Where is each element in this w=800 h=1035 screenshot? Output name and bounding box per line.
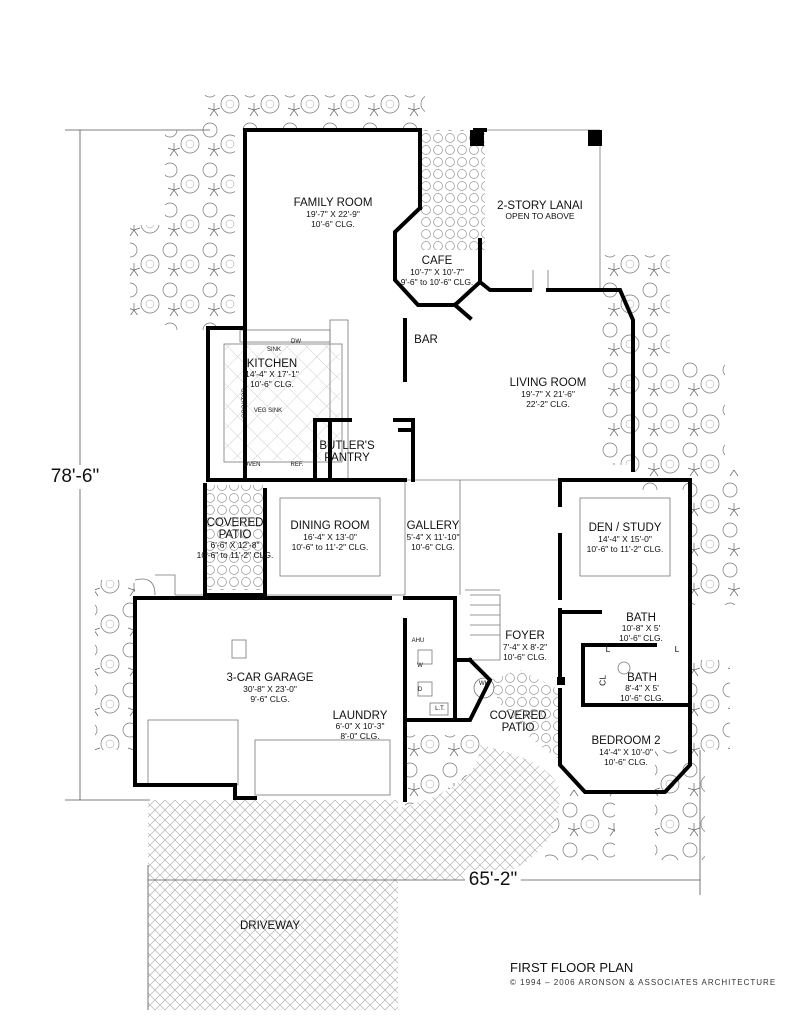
- cafe-size: 10'-7" X 10'-7": [410, 267, 464, 277]
- oven-label: OVEN: [243, 462, 261, 468]
- laundry-ceiling: 8'-0" CLG.: [340, 731, 380, 741]
- drawing-title: FIRST FLOOR PLAN: [510, 960, 634, 975]
- dining-room-name: DINING ROOM: [290, 520, 370, 532]
- gallery-size: 5'-4" X 11'-10": [406, 532, 460, 542]
- floor-textures: [148, 130, 560, 1010]
- bath-2-name: BATH: [627, 672, 657, 684]
- den-study-size: 14'-4" X 15'-0": [598, 534, 652, 544]
- den-study-ceiling: 10'-6" to 11'-2" CLG.: [586, 544, 664, 554]
- gallery-ceiling: 10'-6" CLG.: [411, 542, 455, 552]
- living-room-name: LIVING ROOM: [509, 377, 587, 389]
- den-study-name: DEN / STUDY: [588, 522, 662, 534]
- laundry-size: 6'-0" X 10'-3": [335, 721, 385, 731]
- family-room-name: FAMILY ROOM: [293, 197, 373, 209]
- foyer-size: 7'-4" X 8'-2": [502, 642, 548, 652]
- bedroom-2-size: 14'-4" X 10'-0": [599, 747, 653, 757]
- laundry-tub-label: L.T.: [435, 706, 445, 712]
- covered-patio-size: 6'-6" X 12'-8": [210, 540, 260, 550]
- landscaping: [95, 95, 740, 860]
- butlers-pantry-name-1: BUTLER'S: [319, 440, 375, 452]
- driveway-name: DRIVEWAY: [239, 920, 301, 932]
- refrigerator-label: REF.: [290, 462, 304, 468]
- family-room-ceiling: 10'-6" CLG.: [311, 219, 355, 229]
- entry-patio-name-1: COVERED: [489, 710, 547, 722]
- gallery-name: GALLERY: [406, 520, 460, 532]
- family-room-size: 19'-7" X 22'-9": [306, 209, 360, 219]
- linen-label-2: L: [674, 644, 680, 654]
- foyer-name: FOYER: [505, 630, 545, 642]
- water-heater-label: WH: [479, 681, 489, 687]
- cooktop-label: COOKTOP: [241, 388, 248, 419]
- foyer-ceiling: 10'-6" CLG.: [503, 652, 547, 662]
- copyright-notice: © 1994 – 2006 ARONSON & ASSOCIATES ARCHI…: [510, 978, 777, 987]
- bath-1-size: 10'-8" X 5': [621, 623, 661, 633]
- kitchen-size: 14'-4" X 17'-1": [245, 369, 299, 379]
- bath-1-ceiling: 10'-6" CLG.: [619, 633, 663, 643]
- lanai-note: OPEN TO ABOVE: [505, 211, 575, 221]
- ahu-label: AHU: [411, 638, 425, 644]
- lanai-name: 2-STORY LANAI: [497, 200, 583, 212]
- garage-name: 3-CAR GARAGE: [226, 672, 314, 684]
- entry-patio-name-2: PATIO: [501, 722, 535, 734]
- dining-room-size: 16'-4" X 13'-0": [303, 532, 357, 542]
- closet-label: CL: [597, 675, 608, 686]
- overall-depth-dimension: 78'-6": [50, 465, 100, 489]
- walls: [133, 128, 692, 802]
- laundry-name: LAUNDRY: [332, 710, 388, 722]
- covered-patio-name-2: PATIO: [218, 529, 252, 541]
- covered-patio-ceiling: 10'-6" to 11'-2" CLG.: [196, 550, 274, 560]
- bedroom-2-ceiling: 10'-6" CLG.: [604, 757, 648, 767]
- veg-sink-label: VEG SINK: [253, 408, 283, 414]
- overall-width-dimension: 65'-2": [464, 870, 522, 890]
- bath-2-ceiling: 10'-6" CLG.: [620, 693, 664, 703]
- covered-patio-name-1: COVERED: [206, 517, 264, 529]
- living-room-size: 19'-7" X 21'-6": [521, 389, 575, 399]
- bath-1-name: BATH: [626, 612, 656, 624]
- cafe-name: CAFE: [421, 255, 453, 267]
- bar-name: BAR: [414, 334, 438, 346]
- garage-ceiling: 9'-6" CLG.: [250, 694, 290, 704]
- linen-label-1: L: [605, 644, 611, 654]
- living-room-ceiling: 22'-2" CLG.: [526, 399, 570, 409]
- dining-room-ceiling: 10'-6" to 11'-2" CLG.: [291, 542, 369, 552]
- butlers-pantry-name-2: PANTRY: [324, 452, 370, 464]
- kitchen-ceiling: 10'-6" CLG.: [250, 379, 294, 389]
- sink-label: SINK: [266, 347, 282, 353]
- bedroom-2-name: BEDROOM 2: [591, 735, 661, 747]
- garage-size: 30'-8" X 23'-0": [243, 684, 297, 694]
- dishwasher-label: DW: [291, 339, 301, 345]
- bath-2-size: 8'-4" X 5': [625, 683, 659, 693]
- columns: [470, 130, 602, 685]
- dryer-label: D: [417, 687, 423, 693]
- kitchen-name: KITCHEN: [246, 358, 298, 370]
- washer-label: W: [417, 663, 423, 669]
- cafe-ceiling: 9'-6" to 10'-6" CLG.: [400, 277, 474, 287]
